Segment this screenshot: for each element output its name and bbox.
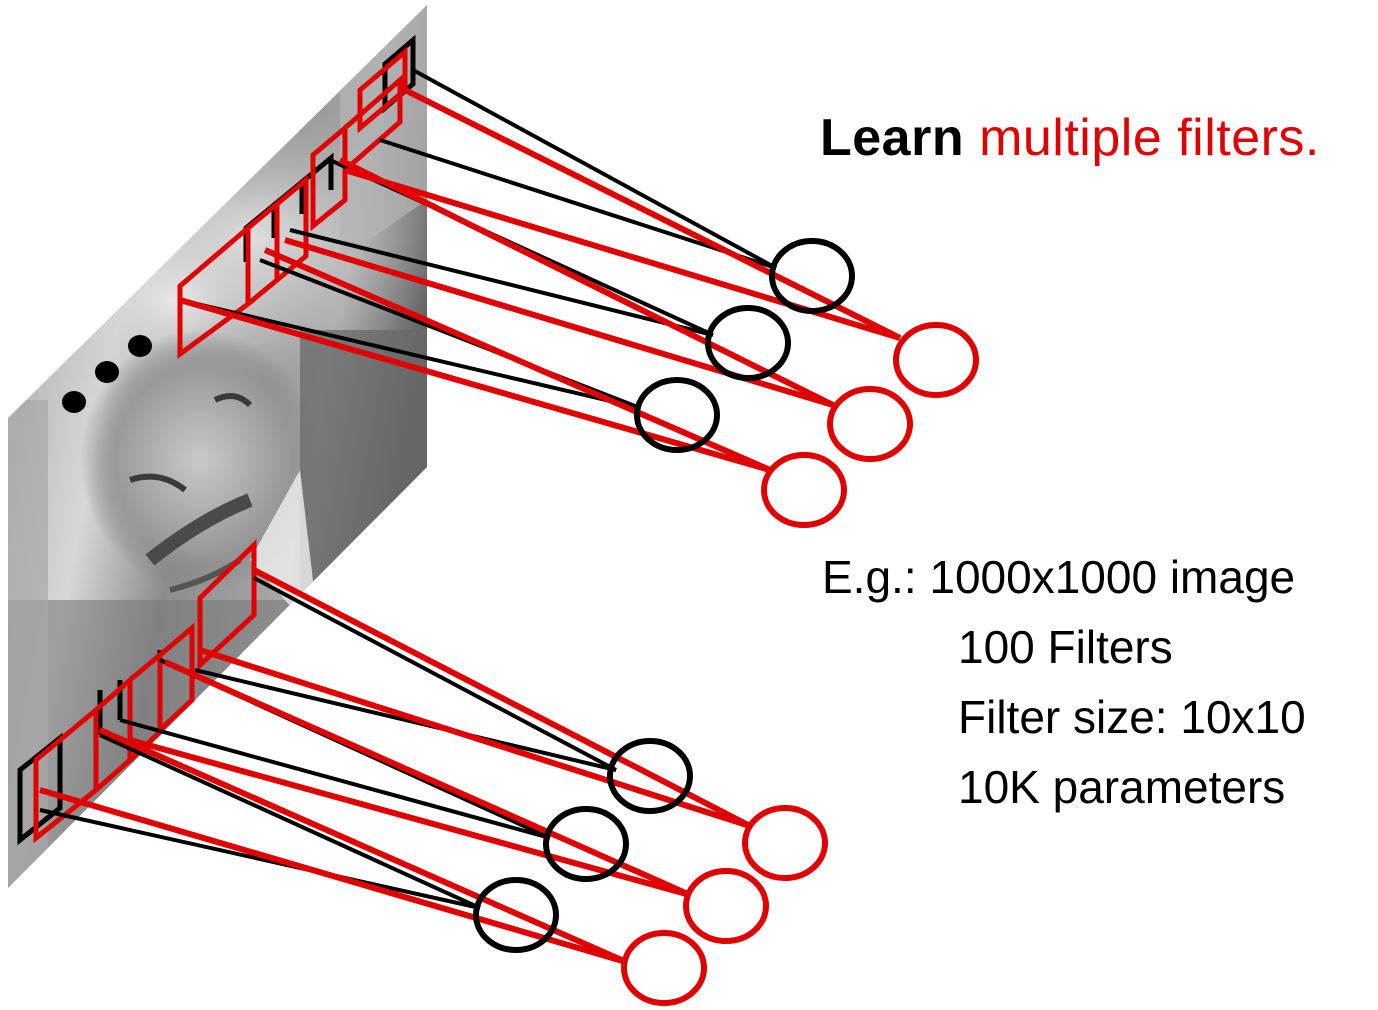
circle-neuron-icon <box>827 386 913 462</box>
example-line-image: E.g.: 1000x1000 image <box>822 551 1296 603</box>
top-neurons <box>634 238 979 528</box>
three-dots-icon <box>62 335 152 413</box>
bottom-neurons <box>473 738 828 1006</box>
top-red-filter-windows <box>177 46 408 359</box>
circle-neuron-icon <box>742 805 828 881</box>
example-line-parameters: 10K parameters <box>958 761 1286 813</box>
circle-neuron-icon <box>634 377 720 453</box>
title-bold-word: Learn <box>820 109 965 167</box>
bottom-red-connections <box>39 567 752 965</box>
circle-neuron-icon <box>621 930 707 1006</box>
circle-neuron-icon <box>683 868 769 944</box>
circle-neuron-icon <box>543 806 629 882</box>
example-line-filters: 100 Filters <box>958 621 1173 673</box>
diagram-title: Learn multiple filters. <box>820 108 1320 168</box>
example-line-filter-size: Filter size: 10x10 <box>958 691 1306 743</box>
circle-neuron-icon <box>705 305 791 381</box>
circle-neuron-icon <box>893 322 979 398</box>
circle-neuron-icon <box>607 738 693 814</box>
title-red-phrase: multiple filters. <box>979 109 1320 167</box>
circle-neuron-icon <box>473 877 559 953</box>
example-parameters-block: E.g.: 1000x1000 image 100 Filters Filter… <box>822 542 1306 822</box>
bottom-red-filter-windows <box>33 539 257 844</box>
circle-neuron-icon <box>769 238 855 314</box>
circle-neuron-icon <box>761 452 847 528</box>
